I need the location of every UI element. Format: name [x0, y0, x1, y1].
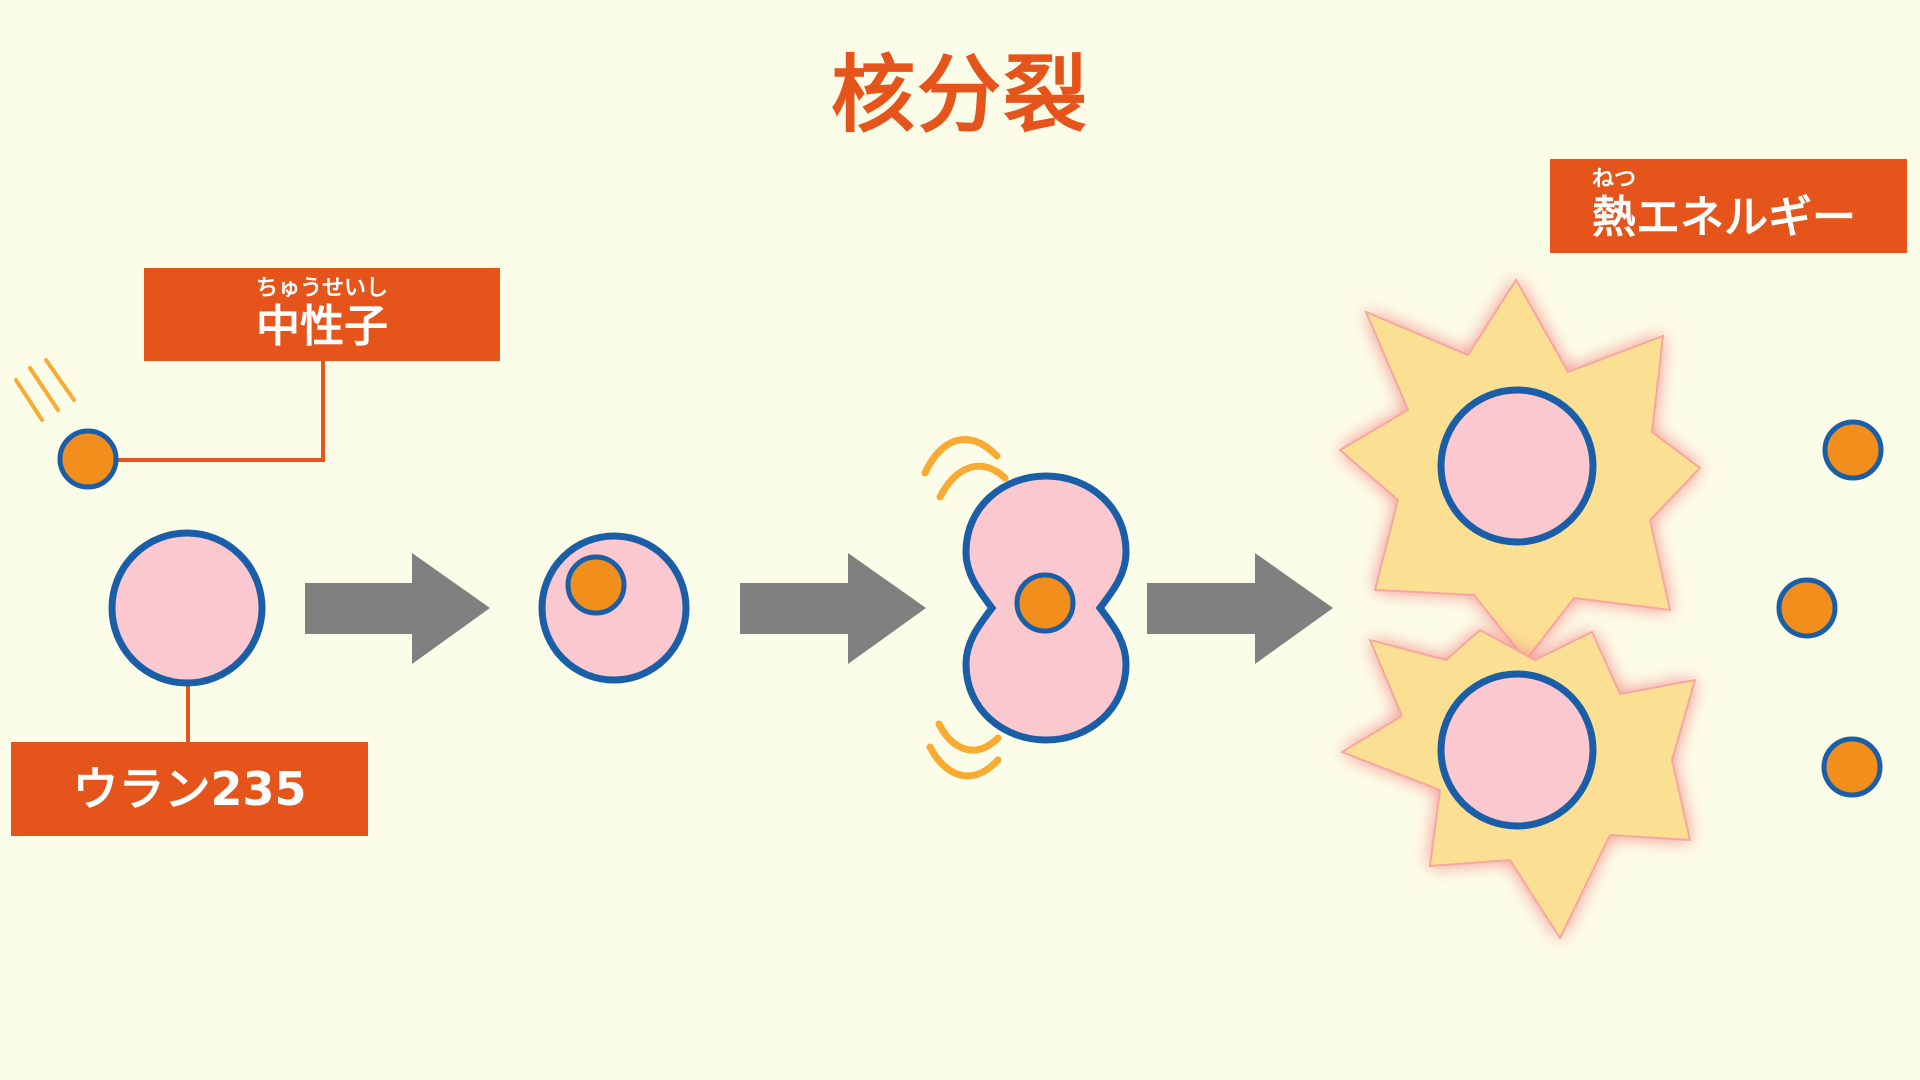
fission-fragment-upper — [1437, 386, 1597, 546]
released-neutron-2 — [1776, 577, 1838, 639]
released-neutron-1 — [1822, 419, 1884, 481]
incoming-neutron — [57, 428, 119, 490]
uranium-label: ウラン235 — [11, 742, 368, 836]
neutron-label-ruby: ちゅうせいし — [255, 276, 388, 301]
diagram-title: 核分裂 — [830, 46, 1089, 144]
heat-energy-label: ねつ 熱エネルギー — [1550, 159, 1907, 253]
uranium-235-nucleus — [108, 529, 266, 687]
heat-energy-label-text: 熱エネルギー — [1592, 192, 1856, 243]
arrow-step-3 — [1147, 553, 1333, 664]
uranium-label-text: ウラン235 — [72, 762, 307, 816]
released-neutron-3 — [1821, 736, 1883, 798]
fission-fragment-lower — [1437, 670, 1597, 830]
vibration-arcs — [921, 436, 1009, 780]
neutron-leader-line — [88, 360, 325, 462]
neutron-label: ちゅうせいし 中性子 — [144, 268, 500, 361]
arrow-step-1 — [305, 553, 490, 664]
central-neutron — [1014, 572, 1076, 634]
motion-lines — [14, 358, 76, 422]
neutron-label-text: 中性子 — [256, 301, 388, 352]
arrow-step-2 — [740, 553, 926, 664]
absorbed-neutron — [565, 554, 627, 616]
heat-energy-label-ruby: ねつ — [1592, 167, 1637, 192]
